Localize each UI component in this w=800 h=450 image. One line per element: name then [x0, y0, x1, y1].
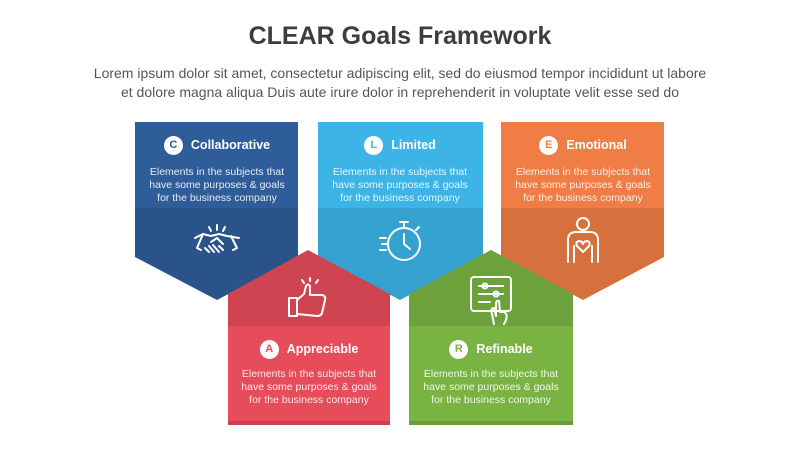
subtitle-line-2: et dolore magna aliqua Duis aute irure d…	[120, 84, 679, 100]
card-title-appreciable: Appreciable	[286, 342, 359, 356]
desc-line: Elements in the subjects that	[332, 166, 468, 178]
desc-line: for the business company	[523, 192, 643, 204]
desc-line: Elements in the subjects that	[149, 166, 285, 178]
card-emotional-shape	[501, 122, 664, 300]
card-refinable: R Refinable Elements in the subjects tha…	[416, 338, 566, 407]
card-collaborative-shape	[135, 122, 298, 300]
badge-e: E	[539, 135, 559, 155]
touch-settings-icon	[470, 276, 512, 325]
card-limited: L Limited Elements in the subjects that …	[325, 134, 475, 205]
card-desc-refinable: Elements in the subjects that have some …	[416, 368, 566, 407]
badge-l: L	[364, 135, 384, 155]
desc-line: have some purposes & goals	[423, 381, 559, 393]
stopwatch-icon	[379, 221, 421, 261]
card-collaborative: C Collaborative Elements in the subjects…	[142, 134, 292, 205]
thumbs-up-icon	[288, 277, 327, 317]
person-heart-icon	[567, 217, 599, 263]
page-subtitle: Lorem ipsum dolor sit amet, consectetur …	[30, 64, 770, 102]
card-refinable-shape	[409, 250, 573, 425]
card-desc-emotional: Elements in the subjects that have some …	[508, 166, 658, 205]
desc-line: for the business company	[157, 192, 277, 204]
card-desc-limited: Elements in the subjects that have some …	[325, 166, 475, 205]
desc-line: for the business company	[249, 394, 369, 406]
desc-line: Elements in the subjects that	[515, 166, 651, 178]
card-desc-appreciable: Elements in the subjects that have some …	[234, 368, 384, 407]
desc-line: have some purposes & goals	[149, 179, 285, 191]
subtitle-line-1: Lorem ipsum dolor sit amet, consectetur …	[93, 65, 707, 81]
handshake-icon	[194, 224, 240, 253]
card-title-emotional: Emotional	[566, 138, 627, 152]
desc-line: Elements in the subjects that	[423, 368, 559, 380]
desc-line: have some purposes & goals	[515, 179, 651, 191]
desc-line: Elements in the subjects that	[241, 368, 377, 380]
card-emotional: E Emotional Elements in the subjects tha…	[508, 134, 658, 205]
badge-a: A	[259, 339, 279, 359]
card-title-collaborative: Collaborative	[190, 138, 271, 152]
desc-line: have some purposes & goals	[241, 381, 377, 393]
card-appreciable: A Appreciable Elements in the subjects t…	[234, 338, 384, 407]
card-title-refinable: Refinable	[476, 342, 533, 356]
card-title-limited: Limited	[391, 138, 436, 152]
badge-c: C	[163, 135, 183, 155]
desc-line: for the business company	[340, 192, 460, 204]
card-desc-collaborative: Elements in the subjects that have some …	[142, 166, 292, 205]
badge-r: R	[449, 339, 469, 359]
desc-line: have some purposes & goals	[332, 179, 468, 191]
page-title: CLEAR Goals Framework	[248, 22, 552, 50]
desc-line: for the business company	[431, 394, 551, 406]
